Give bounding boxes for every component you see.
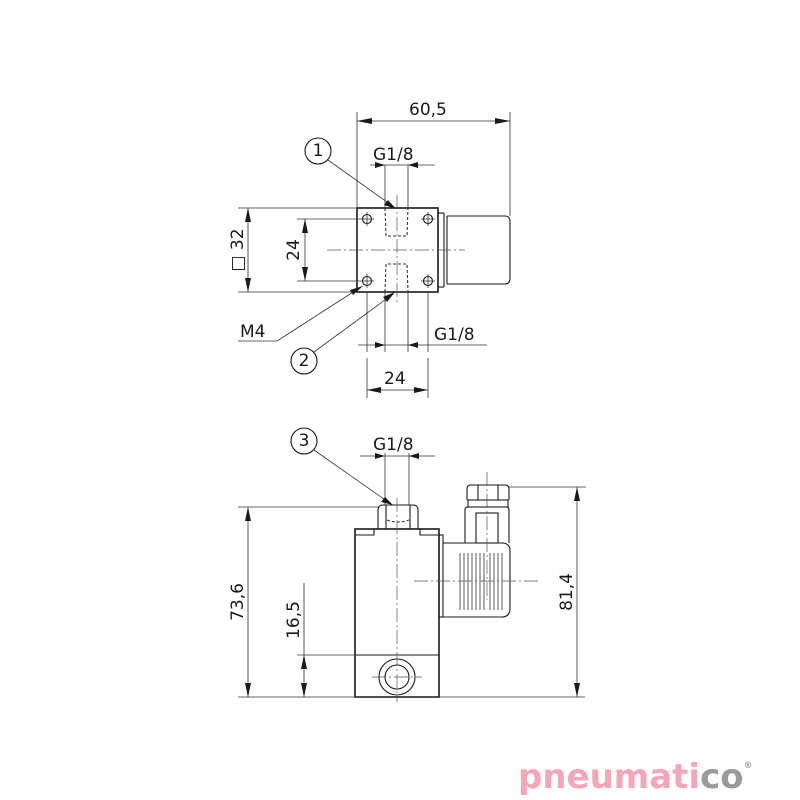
dim-overall-height: 81,4	[557, 573, 577, 611]
side-fitting-nut	[377, 504, 419, 529]
mounting-holes	[360, 212, 435, 288]
balloon-2-label: 2	[299, 351, 310, 371]
registered-mark: ®	[743, 761, 753, 771]
side-connector-plug	[443, 542, 511, 618]
dim-mounting-thread: M4	[240, 322, 265, 342]
dim-side-port-thread: G1/8	[373, 435, 414, 455]
top-view: 60,5 G1/8 1 □ 32 24	[228, 100, 511, 398]
logo-text-grey: co	[700, 757, 744, 797]
side-gland-nut	[466, 484, 510, 500]
dim-overall-length: 60,5	[409, 100, 447, 120]
dim-body-height: 73,6	[228, 583, 248, 621]
balloon-1	[304, 137, 332, 165]
dim-square-body: □ 32	[228, 228, 248, 271]
logo-text-pink: pneumati	[518, 757, 701, 797]
balloon-3-label: 3	[299, 431, 310, 451]
dim-hole-spacing-vertical: 24	[284, 239, 304, 261]
dim-hole-spacing-horizontal: 24	[384, 369, 406, 389]
balloon-2	[290, 347, 318, 375]
dim-port-height: 16,5	[284, 601, 304, 639]
balloon-1-label: 1	[313, 141, 324, 161]
dim-port-top-thread: G1/8	[373, 145, 414, 165]
dim-port-bottom-thread: G1/8	[434, 325, 475, 345]
top-connector-housing	[447, 215, 511, 285]
side-view: G1/8 3 73,6 16,5 81,4	[228, 427, 586, 702]
brand-logo: pneumatico®	[518, 760, 753, 794]
balloon-3	[290, 427, 318, 455]
